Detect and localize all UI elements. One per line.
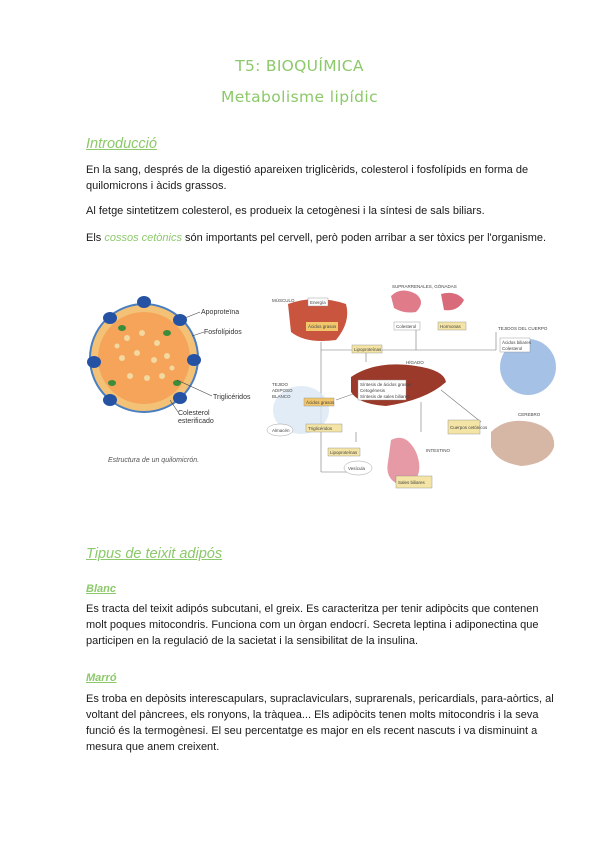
label-suprarrenales: SUPRARRENALES, GÓNADAS bbox=[392, 283, 457, 289]
label-higado: HÍGADO bbox=[406, 359, 424, 365]
apoprotein-blobs bbox=[87, 296, 201, 406]
hormonas-box bbox=[437, 321, 467, 331]
label-trigliceridos: Triglicéridos bbox=[213, 394, 251, 401]
label-almacen: Almacén bbox=[272, 428, 290, 433]
label-sintesis-2: Síntesis de sales biliares bbox=[360, 394, 410, 399]
label-vesicula: Vesícula bbox=[348, 466, 366, 471]
trigliceridos-box bbox=[305, 423, 343, 433]
adrenal-shape bbox=[441, 292, 464, 311]
body-tissue-shape bbox=[500, 339, 556, 395]
section-heading-tipus: Tipus de teixit adipós bbox=[86, 546, 223, 562]
label-cerebro: CEREBRO bbox=[518, 412, 541, 417]
sales-biliares-box bbox=[395, 475, 433, 489]
label-lines bbox=[169, 311, 213, 413]
label-intestino: INTESTINO bbox=[426, 448, 451, 453]
acidos-biliares-box bbox=[499, 337, 531, 353]
label-lipoproteinas2: Lipoproteínas bbox=[330, 450, 358, 455]
label-acidos-grasos-2: Ácidos grasos bbox=[306, 399, 335, 405]
gonads-shape bbox=[391, 290, 421, 313]
intro-p3-pre: Els bbox=[86, 232, 105, 244]
label-musculo: MÚSCULO bbox=[272, 297, 295, 303]
adipose-fatty-acids-box bbox=[303, 397, 335, 407]
intro-paragraph-2: Al fetge sintetitzem colesterol, es prod… bbox=[86, 205, 485, 217]
label-adiposo: ADIPOSO bbox=[272, 388, 293, 393]
vesicula-shape bbox=[343, 460, 373, 476]
label-acidos-biliares: Ácidos biliares bbox=[502, 339, 532, 345]
label-tejidos: TEJIDOS DEL CUERPO bbox=[498, 326, 548, 331]
label-energia: Energía bbox=[310, 300, 326, 305]
label-cetogenesis: Cetogénesis bbox=[360, 388, 386, 393]
almacen-box bbox=[266, 423, 294, 437]
label-tejido: TEJIDO bbox=[272, 382, 289, 387]
figure-caption: Estructura de un quilomicrón. bbox=[108, 457, 199, 464]
label-cuerpos-cetonicos: Cuerpos cetónicos bbox=[450, 425, 488, 430]
page-title: T5: BIOQUÍMICA bbox=[235, 57, 364, 75]
label-colesterol: Colesterol bbox=[396, 324, 416, 329]
colesterol-box bbox=[393, 321, 421, 331]
label-sales-biliares: Sales biliares bbox=[398, 480, 426, 485]
label-colesterol: Colesterol bbox=[178, 410, 210, 417]
label-apoproteina: Apoproteïna bbox=[201, 309, 239, 316]
label-acidos-grasos-1: Ácidos grasos bbox=[308, 323, 337, 329]
label-hormonas: Hormonas bbox=[440, 324, 462, 329]
cossos-cetonics-highlight: cossos cetònics bbox=[104, 232, 182, 244]
label-fosfolipidos: Fosfolípidos bbox=[204, 329, 242, 336]
subheading-blanc: Blanc bbox=[86, 583, 116, 595]
cuerpos-cetonicos-box bbox=[447, 419, 481, 435]
liver-process-box bbox=[357, 379, 407, 401]
lipid-metabolism-diagram: MÚSCULO Energía Ácidos grasos SUPRARRENA… bbox=[266, 283, 556, 489]
section-heading-introduccio: Introducció bbox=[86, 136, 157, 152]
blanc-paragraph: Es tracta del teixit adipós subcutani, e… bbox=[86, 603, 539, 647]
subheading-marro: Marró bbox=[86, 672, 117, 684]
label-trigliceridos: Triglicéridos bbox=[308, 426, 333, 431]
cholesterol-dots bbox=[108, 325, 181, 386]
marro-paragraph: Es troba en depòsits interescapulars, su… bbox=[86, 693, 554, 753]
chylomicron-core bbox=[98, 312, 190, 404]
lipoproteinas2-box bbox=[327, 447, 361, 457]
intro-paragraph-1: En la sang, després de la digestió apare… bbox=[86, 164, 529, 192]
lipoproteinas-box bbox=[351, 344, 383, 354]
intestine-shape bbox=[387, 437, 420, 487]
page-subtitle: Metabolisme lipídic bbox=[220, 88, 379, 106]
triglyceride-dots bbox=[114, 330, 175, 381]
energy-box bbox=[307, 297, 329, 307]
muscle-fatty-acids-box bbox=[306, 322, 338, 331]
intro-paragraph-3: Els cossos cetònics són importants pel c… bbox=[86, 230, 561, 246]
label-esterificado: esterificado bbox=[178, 418, 214, 425]
label-sintesis-1: Síntesis de ácidos grasos bbox=[360, 382, 412, 387]
chylomicron-figure: Apoproteïna Fosfolípidos Triglicéridos C… bbox=[87, 296, 251, 464]
brain-shape bbox=[491, 420, 555, 466]
intro-p3-post: són importants pel cervell, però poden a… bbox=[182, 232, 547, 244]
label-lipoproteinas: Lipoproteínas bbox=[354, 347, 382, 352]
label-colesterol2: Colesterol bbox=[502, 346, 522, 351]
label-blanco: BLANCO bbox=[272, 394, 291, 399]
